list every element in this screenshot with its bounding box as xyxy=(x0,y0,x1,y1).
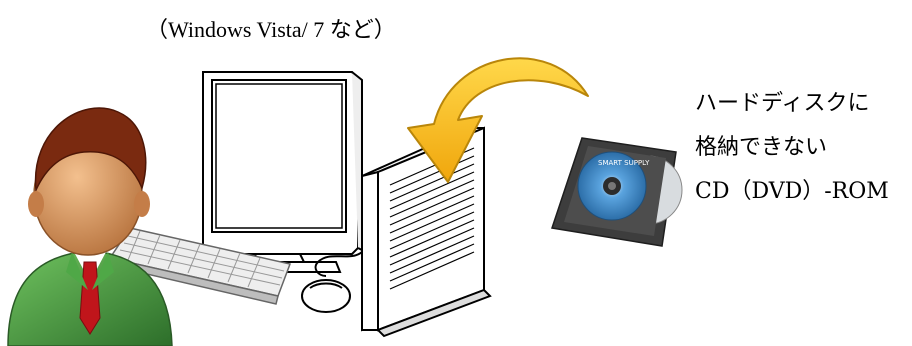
media-text-line-1: ハードディスクに xyxy=(695,91,870,116)
keyboard-icon xyxy=(107,227,292,305)
media-text-line-2: 格納できない xyxy=(695,135,828,160)
cd-label: SMART SUPPLY xyxy=(598,159,650,167)
user-icon xyxy=(7,107,173,346)
media-description: ハードディスクに 格納できない CD（DVD）-ROM xyxy=(695,82,889,214)
cd-rom-icon: SMART SUPPLY xyxy=(551,137,683,247)
os-caption: （Windows Vista/ 7 など） xyxy=(146,17,396,42)
media-text-line-3: CD（DVD）-ROM xyxy=(695,179,889,204)
mouse-icon xyxy=(301,251,363,313)
pc-tower-icon xyxy=(361,126,492,338)
monitor-icon xyxy=(202,71,363,273)
curved-arrow-icon xyxy=(407,57,589,183)
